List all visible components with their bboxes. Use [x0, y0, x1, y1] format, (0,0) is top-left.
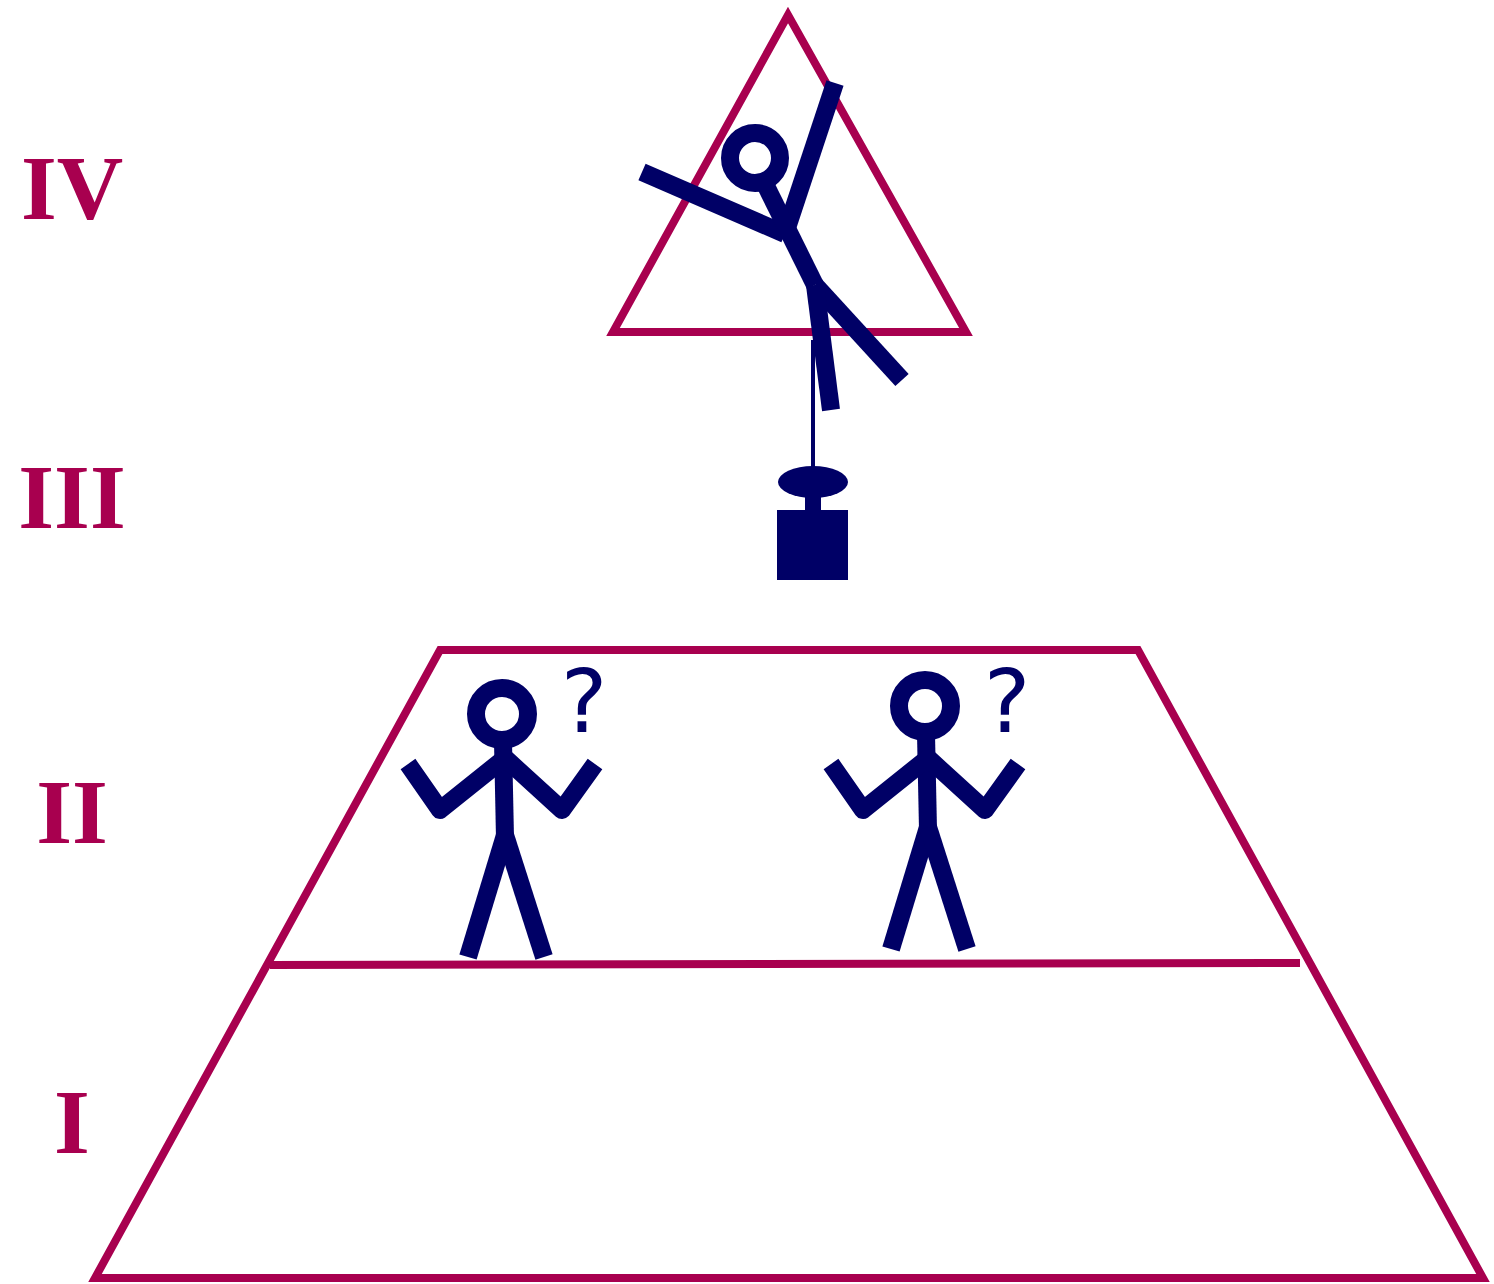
pyramid-apex [613, 15, 966, 332]
pyramid-base [95, 650, 1483, 1278]
level-number: III [18, 451, 125, 543]
question-mark: ? [984, 658, 1031, 746]
level-divider [270, 963, 1300, 965]
top-figure [642, 83, 902, 470]
level-number: II [36, 766, 108, 858]
level-number: I [54, 1076, 90, 1168]
level-number: IV [21, 142, 123, 234]
question-mark: ? [561, 658, 608, 746]
weight [777, 466, 848, 580]
